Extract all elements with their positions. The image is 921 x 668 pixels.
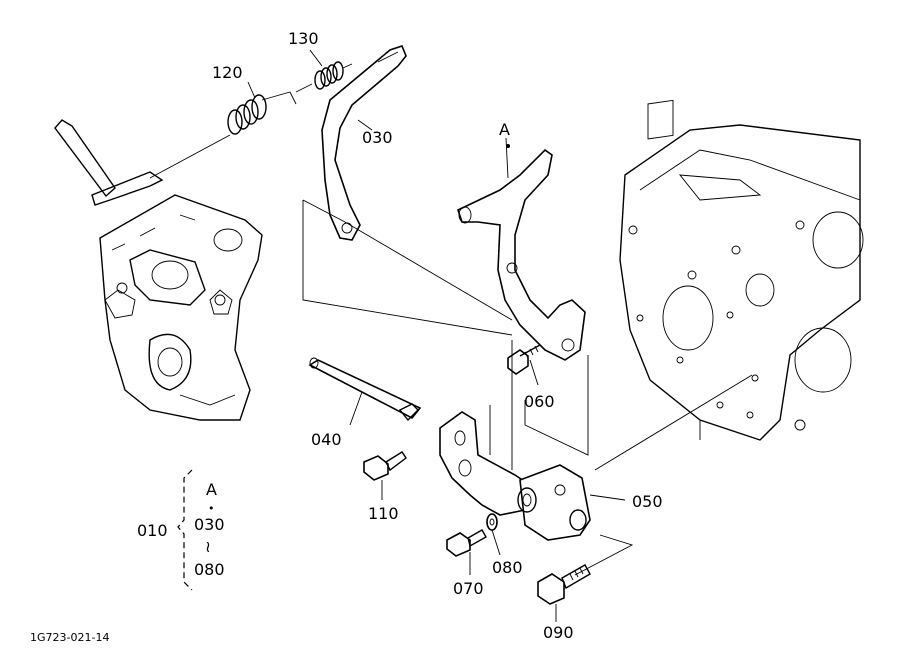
leader-lines: [247, 49, 626, 622]
assembly-lines: [302, 199, 753, 576]
spring-120: [54, 91, 297, 206]
legend-ref-a: A: [206, 480, 217, 499]
lower-lever-030: [439, 411, 531, 516]
lever-030: [321, 45, 407, 241]
callout-ref-a: A: [499, 120, 510, 139]
bolt-110: [363, 451, 407, 481]
bolt-070: [446, 529, 487, 557]
support-050: [517, 464, 591, 541]
fork-lever-a: [457, 148, 586, 361]
callout-110: 110: [368, 504, 399, 523]
callout-090: 090: [543, 623, 574, 642]
bolt-060: [507, 344, 541, 375]
legend-to: 080: [194, 560, 225, 579]
right-engine-block: [619, 99, 864, 441]
callout-040: 040: [311, 430, 342, 449]
callout-080: 080: [492, 558, 523, 577]
spring-130: [295, 61, 353, 93]
callout-070: 070: [453, 579, 484, 598]
bolt-090: [537, 564, 591, 605]
assembly-legend: A • 030 ≀ 080: [177, 469, 225, 591]
callout-060: 060: [524, 392, 555, 411]
legend-range: ≀: [205, 537, 211, 556]
callout-120: 120: [212, 63, 243, 82]
left-engine-casting: [99, 194, 263, 421]
shaft-040: [308, 357, 422, 422]
callout-130: 130: [288, 29, 319, 48]
callout-030: 030: [362, 128, 393, 147]
legend-from: 030: [194, 515, 225, 534]
callout-050: 050: [632, 492, 663, 511]
washer-080: [486, 513, 498, 531]
legend-dot: •: [208, 502, 215, 515]
callout-010: 010: [137, 521, 168, 540]
drawing-code: 1G723-021-14: [30, 631, 109, 644]
ref-a-dot: [506, 144, 510, 148]
